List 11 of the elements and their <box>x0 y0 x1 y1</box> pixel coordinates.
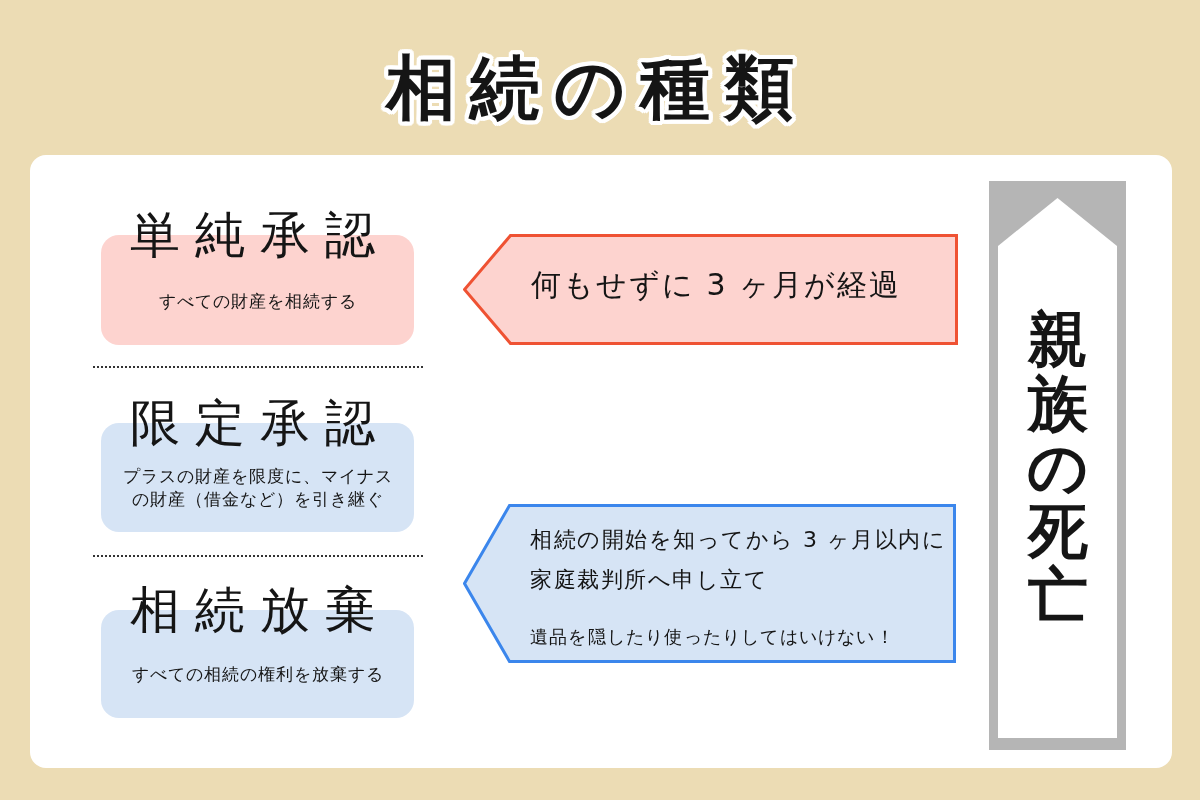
description-text: プラスの財産を限度に、マイナスの財産（借金など）を引き継ぐ <box>121 465 394 512</box>
condition-text: 何もせずに 3 ヶ月が経過 <box>531 266 902 304</box>
vertical-text: 親族の死亡 <box>1026 307 1089 627</box>
title-text: 相続の種類 <box>383 50 808 126</box>
warning-text: 遺品を隠したり使ったりしてはいけない！ <box>530 625 895 649</box>
heading-text: 限定承認 <box>129 393 390 453</box>
heading-text: 相続放棄 <box>129 580 390 640</box>
description-text: すべての相続の権利を放棄する <box>131 663 384 687</box>
heading-text: 単純承認 <box>129 205 390 265</box>
instruction-text: 相続の開始を知ってから 3 ヶ月以内に家庭裁判所へ申し立て <box>530 526 948 594</box>
description-text: すべての財産を相続する <box>158 289 357 313</box>
